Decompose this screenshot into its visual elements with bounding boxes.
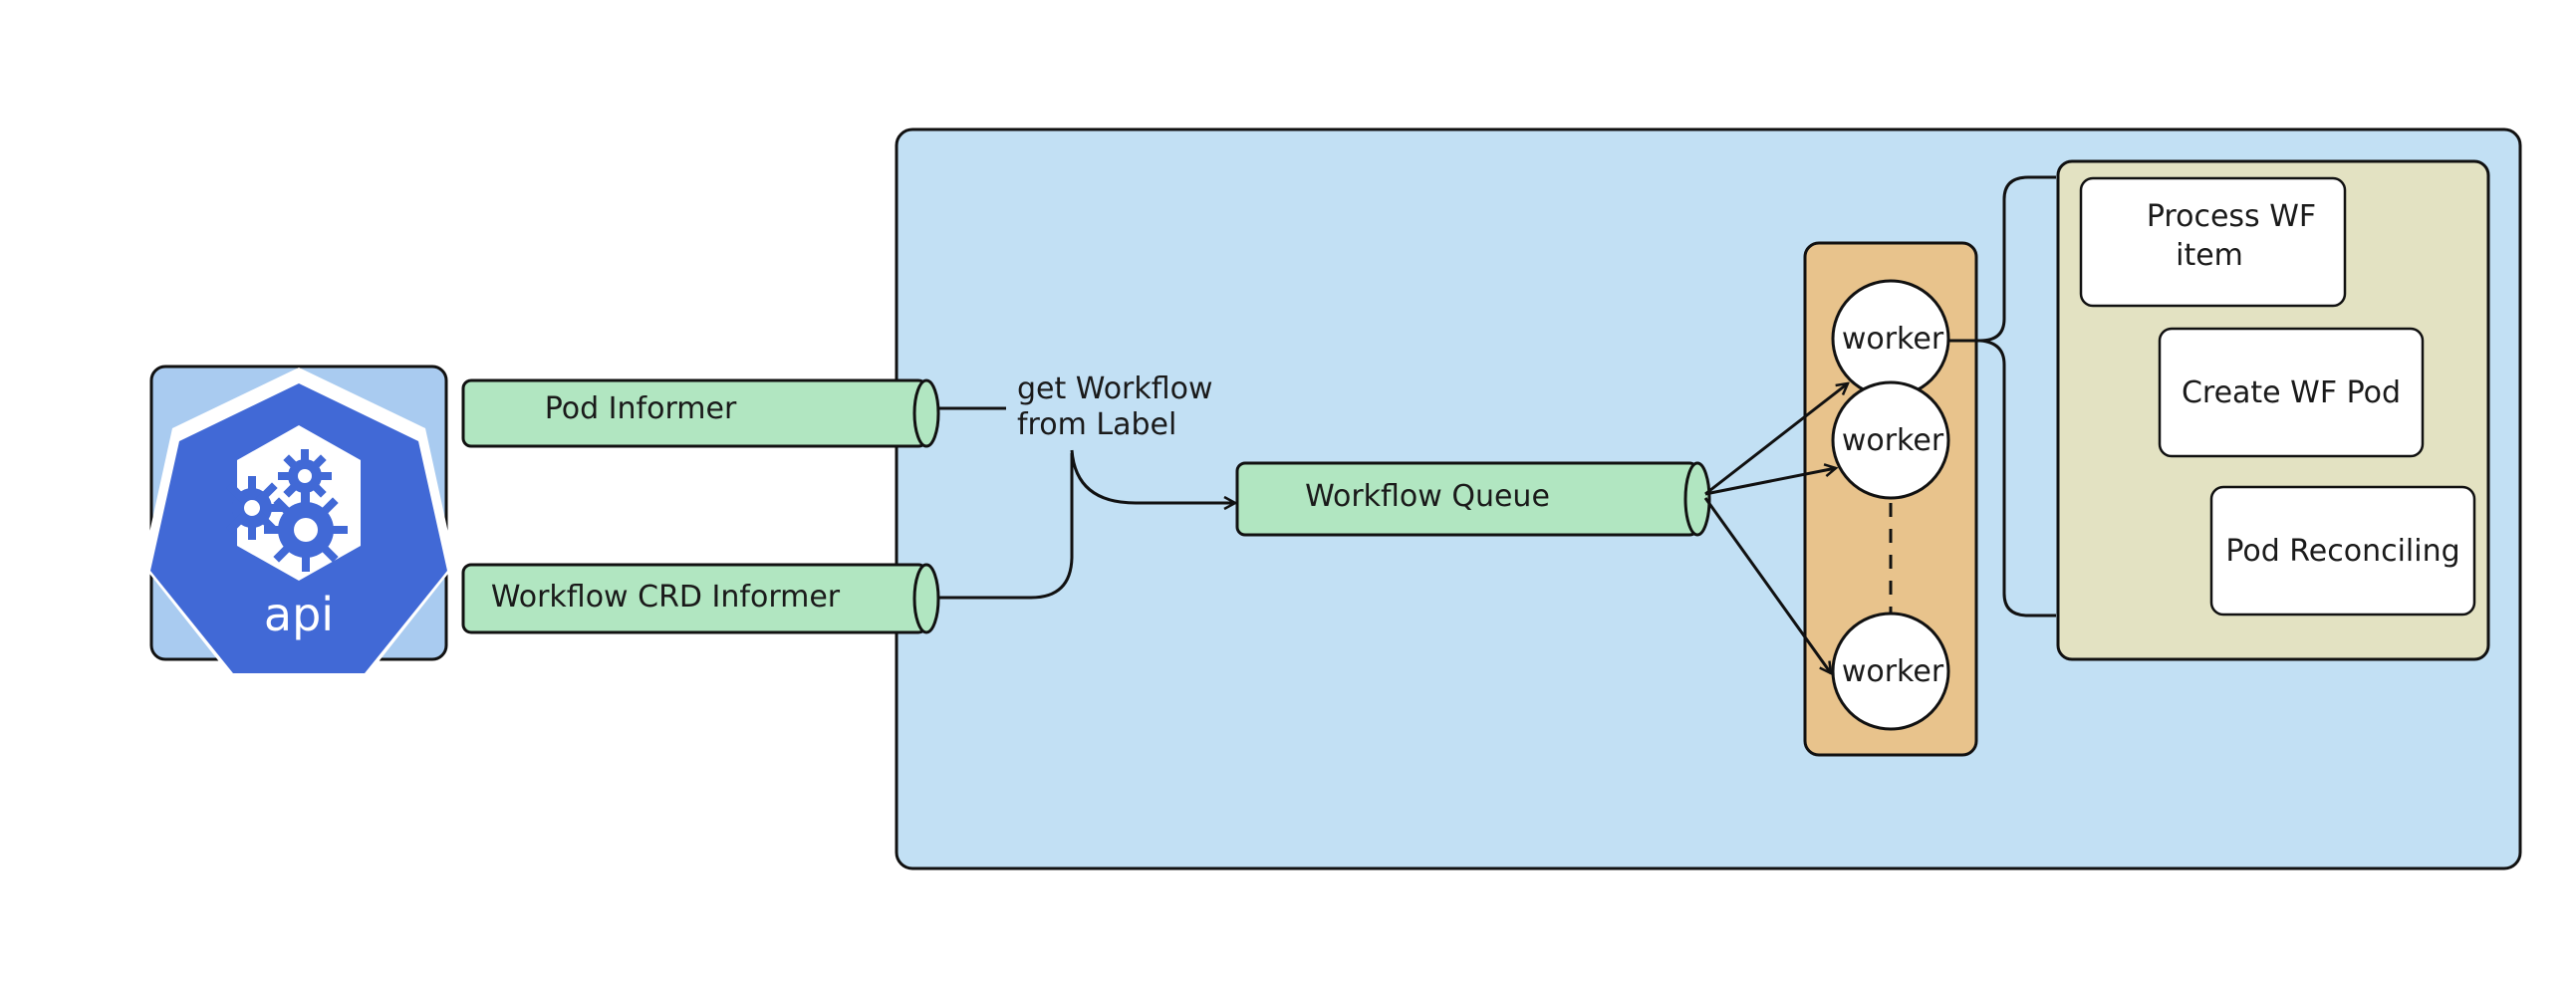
pod-reconciling-label: Pod Reconciling [2225, 534, 2459, 569]
queue-to-worker-2-arrow [1704, 468, 1836, 496]
worker-3-label: worker [1842, 654, 1944, 689]
pod-informer: Pod Informer [461, 378, 940, 448]
queue-to-worker-1-arrow [1704, 383, 1848, 496]
crd-informer-connector [938, 453, 1074, 600]
pod-informer-label: Pod Informer [545, 391, 737, 426]
worker-1-label: worker [1842, 322, 1944, 357]
workflow-queue: Workflow Queue [1235, 461, 1711, 537]
get-workflow-line1: get Workflow [1017, 371, 1213, 406]
create-wf-pod-box: Create WF Pod [2158, 327, 2425, 458]
get-workflow-line2: from Label [1017, 407, 1176, 442]
worker-2: worker [1831, 380, 1950, 500]
process-wf-line2: item [2176, 238, 2243, 273]
process-wf-line1: Process WF [2147, 199, 2316, 234]
worker-3: worker [1831, 612, 1950, 731]
worker-to-tasks-brace [1948, 175, 2056, 617]
queue-to-worker-3-arrow [1703, 497, 1831, 673]
kubernetes-api-icon: api [142, 365, 455, 674]
create-wf-pod-label: Create WF Pod [2182, 375, 2401, 410]
api-logo-text: api [264, 588, 334, 641]
workflow-queue-label: Workflow Queue [1305, 479, 1550, 514]
process-wf-item-box: Process WF item [2079, 176, 2347, 308]
worker-1: worker [1831, 279, 1950, 398]
workflow-crd-informer: Workflow CRD Informer [461, 563, 940, 634]
workflow-crd-informer-label: Workflow CRD Informer [491, 580, 841, 615]
pod-reconciling-box: Pod Reconciling [2209, 485, 2476, 617]
to-queue-arrow [1070, 449, 1235, 503]
gear-icon [220, 449, 348, 572]
worker-2-label: worker [1842, 423, 1944, 458]
